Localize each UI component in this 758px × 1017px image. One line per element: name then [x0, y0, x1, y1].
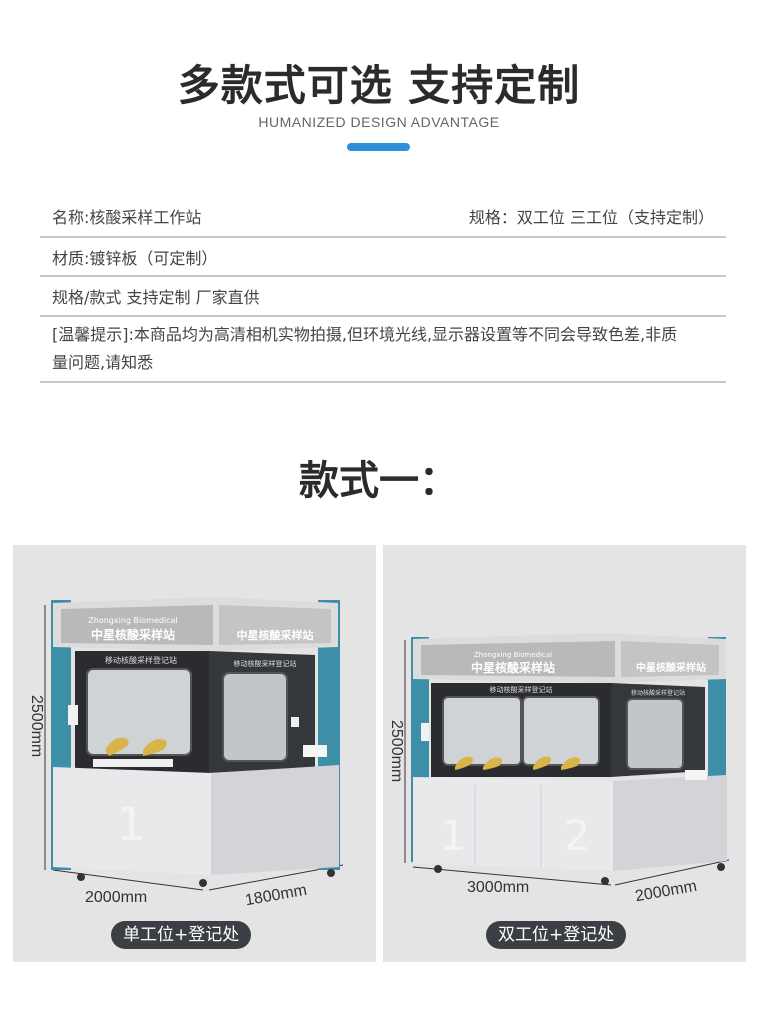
section-title: 款式一：	[299, 458, 459, 504]
width-dimension: 2000mm	[85, 889, 148, 906]
spec-table: 名称:核酸采样工作站 规格：双工位 三工位（支持定制） 材质:镀锌板（可定制） …	[40, 196, 726, 383]
page-title: 多款式可选 支持定制	[177, 61, 581, 110]
booth-label-side-text-2: 移动核酸采样登记站	[631, 689, 685, 697]
spec-tip: [温馨提示]:本商品均为高清相机实物拍摄,但环境光线,显示器设置等不同会导致色差…	[52, 325, 678, 372]
booth-label-text-2: 移动核酸采样登记站	[490, 685, 553, 694]
booth-single-illustration: Zhongxing Biomedical 中星核酸采样站 中星核酸采样站 移动核…	[44, 597, 344, 891]
spec-name: 名称:核酸采样工作站	[52, 208, 202, 227]
brand-cn-side-text: 中星核酸采样站	[237, 628, 314, 642]
width-dimension-2: 3000mm	[467, 879, 530, 896]
brand-cn-text-2: 中星核酸采样站	[471, 660, 555, 675]
station-number-1b: 1	[440, 811, 467, 860]
title-accent-bar	[347, 143, 410, 151]
brand-cn-text: 中星核酸采样站	[91, 627, 175, 642]
height-dimension: 2500mm	[28, 695, 45, 758]
spec-positions: 规格：双工位 三工位（支持定制）	[468, 208, 714, 227]
spec-row-name: 名称:核酸采样工作站 规格：双工位 三工位（支持定制）	[40, 196, 726, 238]
product-panel-single: Zhongxing Biomedical 中星核酸采样站 中星核酸采样站 移动核…	[13, 545, 376, 962]
spec-row-material: 材质:镀锌板（可定制）	[40, 238, 726, 277]
caption-double: 双工位+登记处	[486, 921, 627, 949]
spec-row-style: 规格/款式 支持定制 厂家直供	[40, 277, 726, 317]
spec-row-tip: [温馨提示]:本商品均为高清相机实物拍摄,但环境光线,显示器设置等不同会导致色差…	[40, 317, 726, 383]
spec-material: 材质:镀锌板（可定制）	[52, 248, 218, 268]
station-number-1: 1	[116, 797, 145, 851]
spec-style: 规格/款式 支持定制 厂家直供	[52, 288, 260, 307]
booth-double-illustration: Zhongxing Biomedical 中星核酸采样站 中星核酸采样站 移动核…	[404, 633, 730, 886]
height-dimension-2: 2500mm	[388, 720, 405, 783]
brand-cn-side-text-2: 中星核酸采样站	[636, 661, 706, 674]
caption-single: 单工位+登记处	[111, 921, 252, 949]
product-panel-double: Zhongxing Biomedical 中星核酸采样站 中星核酸采样站 移动核…	[383, 545, 746, 962]
station-number-2: 2	[564, 811, 591, 860]
booth-label-side-text: 移动核酸采样登记站	[234, 659, 297, 668]
brand-en-text: Zhongxing Biomedical	[88, 616, 177, 625]
brand-en-text-2: Zhongxing Biomedical	[474, 651, 552, 659]
booth-label-text: 移动核酸采样登记站	[105, 655, 177, 665]
page-subtitle: HUMANIZED DESIGN ADVANTAGE	[258, 114, 500, 130]
